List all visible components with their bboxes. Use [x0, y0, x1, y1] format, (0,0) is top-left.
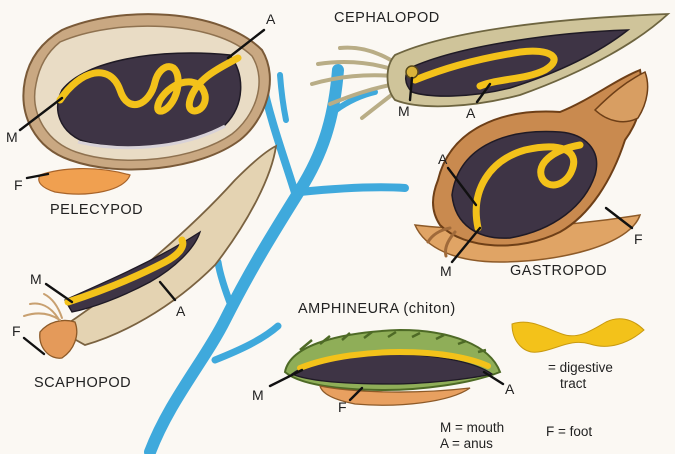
- cephalopod-tentacles: [312, 48, 400, 118]
- title-scaphopod: SCAPHOPOD: [34, 375, 131, 391]
- label-gastropod-foot: F: [634, 231, 643, 247]
- legend-digestive-line1: = digestive: [548, 360, 613, 375]
- label-gastropod-anus: A: [438, 151, 448, 167]
- label-cephalopod-mouth: M: [398, 103, 410, 119]
- amphineura-figure: [285, 330, 500, 405]
- label-amphineura-anus: A: [505, 381, 515, 397]
- scaphopod-foot: [40, 320, 77, 358]
- legend-mouth-key: M = mouth: [440, 420, 504, 435]
- pelecypod-foot: [39, 169, 130, 194]
- title-amphineura: AMPHINEURA (chiton): [298, 301, 456, 317]
- tree-branch-left-top: [280, 75, 286, 120]
- title-pelecypod: PELECYPOD: [50, 202, 143, 218]
- cephalopod-eye: [406, 66, 418, 78]
- title-cephalopod: CEPHALOPOD: [334, 10, 440, 26]
- label-scaphopod-foot: F: [12, 323, 21, 339]
- legend-foot-key: F = foot: [546, 424, 592, 439]
- label-scaphopod-anus: A: [176, 303, 186, 319]
- label-amphineura-mouth: M: [252, 387, 264, 403]
- legend-digestive-line2: tract: [560, 376, 587, 391]
- label-cephalopod-anus: A: [466, 105, 476, 121]
- pelecypod-figure: [23, 14, 269, 194]
- label-amphineura-foot: F: [338, 399, 347, 415]
- scaphopod-captacula: [24, 294, 62, 320]
- tree-branch-gastropod: [300, 187, 405, 192]
- title-gastropod: GASTROPOD: [510, 263, 607, 279]
- label-scaphopod-mouth: M: [30, 271, 42, 287]
- label-pelecypod-mouth: M: [6, 129, 18, 145]
- label-gastropod-mouth: M: [440, 263, 452, 279]
- tree-branch-scaphopod: [218, 262, 232, 308]
- legend-anus-key: A = anus: [440, 436, 493, 451]
- legend-digestive-swatch: [512, 319, 644, 352]
- label-pelecypod-anus: A: [266, 11, 276, 27]
- label-pelecypod-foot: F: [14, 177, 23, 193]
